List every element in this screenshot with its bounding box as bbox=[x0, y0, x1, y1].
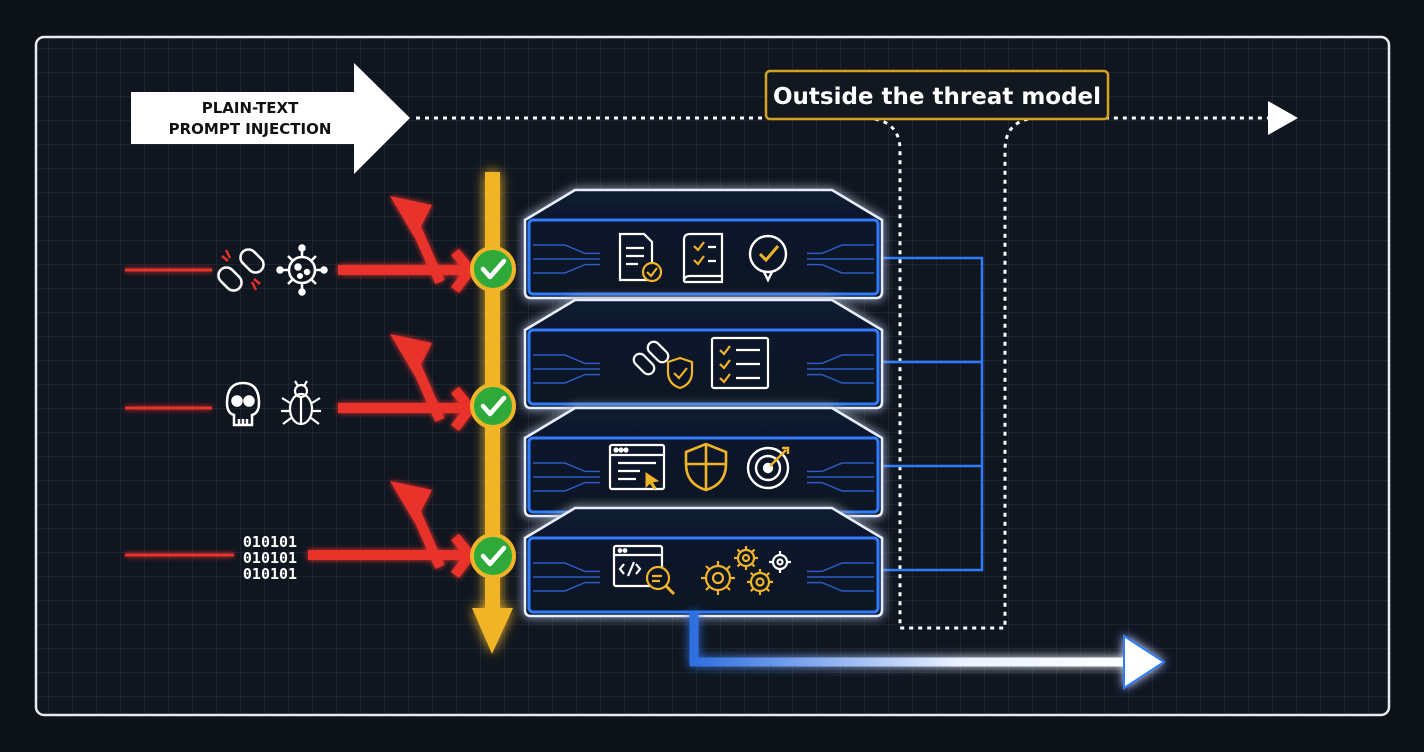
binary-line3: 010101 bbox=[243, 565, 297, 583]
threat-arrows bbox=[125, 196, 477, 578]
shield-icon bbox=[684, 442, 728, 492]
defense-layer-2 bbox=[523, 298, 884, 410]
target-icon bbox=[746, 446, 790, 490]
binary-line2: 010101 bbox=[243, 549, 297, 567]
checklist-book-icon bbox=[682, 232, 724, 284]
broken-link-icon bbox=[217, 248, 265, 292]
location-check-icon bbox=[748, 234, 788, 283]
browser-window-icon bbox=[608, 443, 666, 491]
bug-icon bbox=[281, 380, 321, 426]
outside-threat-model-callout: Outside the threat model bbox=[764, 69, 1110, 121]
gate-arrowhead bbox=[472, 608, 513, 654]
code-search-icon bbox=[612, 544, 676, 596]
output-arrow bbox=[689, 612, 1166, 690]
link-shield-icon bbox=[632, 340, 694, 390]
defense-layer-stack bbox=[523, 188, 884, 618]
check-icon bbox=[470, 383, 516, 429]
defense-layer-3 bbox=[523, 406, 884, 518]
binary-line1: 010101 bbox=[243, 533, 297, 551]
check-icon bbox=[470, 533, 516, 579]
entry-label-line1: PLAIN-TEXT bbox=[202, 99, 299, 117]
gate-checks bbox=[470, 246, 516, 579]
virus-icon bbox=[276, 244, 328, 296]
check-icon bbox=[470, 246, 516, 292]
binary-code-icon: 010101 010101 010101 bbox=[243, 533, 297, 583]
entry-label-line2: PROMPT INJECTION bbox=[169, 120, 332, 138]
skull-icon bbox=[225, 381, 261, 427]
layer-connector bbox=[882, 256, 984, 572]
bypass-arrowhead bbox=[1268, 101, 1298, 135]
callout-label: Outside the threat model bbox=[773, 84, 1101, 110]
checklist-icon bbox=[710, 336, 770, 390]
plain-text-injection-arrow: PLAIN-TEXT PROMPT INJECTION bbox=[131, 63, 410, 174]
defense-layer-4 bbox=[523, 506, 884, 618]
document-check-icon bbox=[618, 232, 663, 283]
gears-icon bbox=[701, 546, 791, 595]
